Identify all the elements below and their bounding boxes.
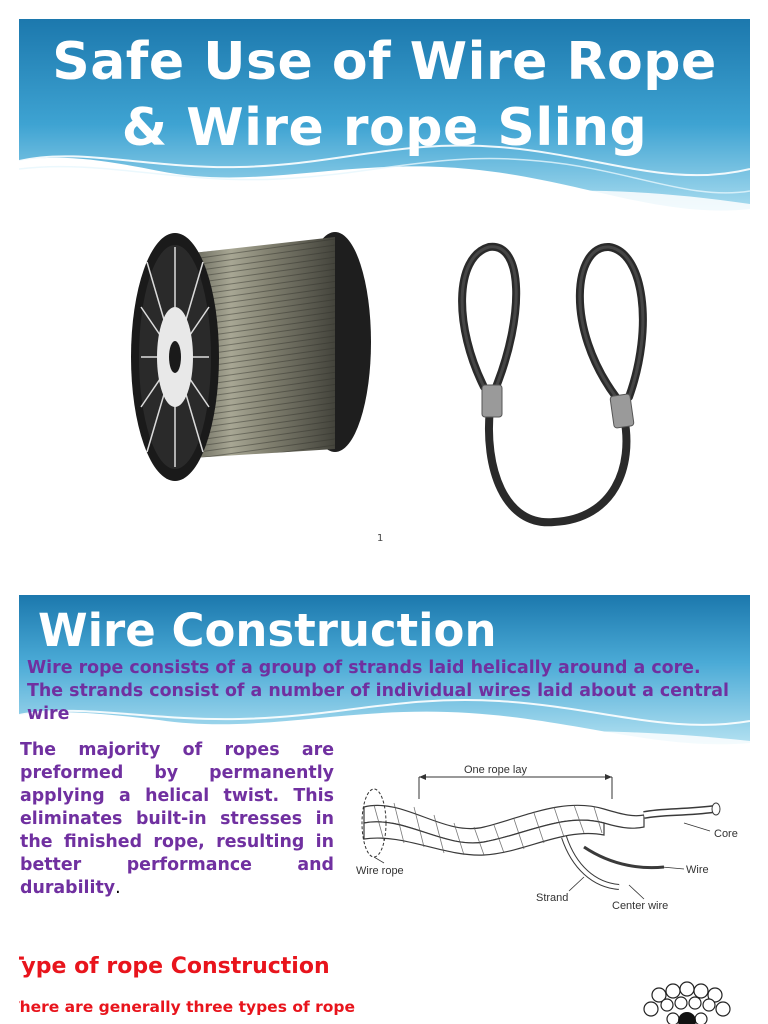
paragraph-text: The majority of ropes are preformed by p… xyxy=(20,740,334,898)
page-number: 1 xyxy=(377,533,384,544)
label-wire-rope: Wire rope xyxy=(356,865,404,877)
title-line-2: & Wire rope Sling xyxy=(121,98,648,158)
label-one-rope-lay: One rope lay xyxy=(464,764,527,776)
paragraph-end: . xyxy=(115,878,121,898)
slide-1: Safe Use of Wire Rope & Wire rope Sling xyxy=(19,19,750,556)
rope-cross-section-image xyxy=(629,981,741,1024)
wire-rope-sling-image xyxy=(444,237,654,527)
rope-types-text: There are generally three types of rope xyxy=(19,998,356,1016)
slide-title: Wire Construction xyxy=(38,604,497,657)
label-strand: Strand xyxy=(536,892,568,904)
preformed-paragraph: The majority of ropes are preformed by p… xyxy=(20,739,334,900)
rope-construction-heading: Type of rope Construction xyxy=(19,954,330,979)
slide-2: Wire Construction Wire rope consists of … xyxy=(19,595,750,1024)
wire-rope-diagram: One rope lay xyxy=(344,757,750,915)
wire-rope-spool-image xyxy=(95,197,391,509)
slide-title: Safe Use of Wire Rope & Wire rope Sling xyxy=(19,29,750,161)
title-line-1: Safe Use of Wire Rope xyxy=(52,32,717,92)
intro-text: Wire rope consists of a group of strands… xyxy=(27,658,729,724)
label-wire: Wire xyxy=(686,864,709,876)
label-core: Core xyxy=(714,828,738,840)
label-center-wire: Center wire xyxy=(612,900,668,912)
